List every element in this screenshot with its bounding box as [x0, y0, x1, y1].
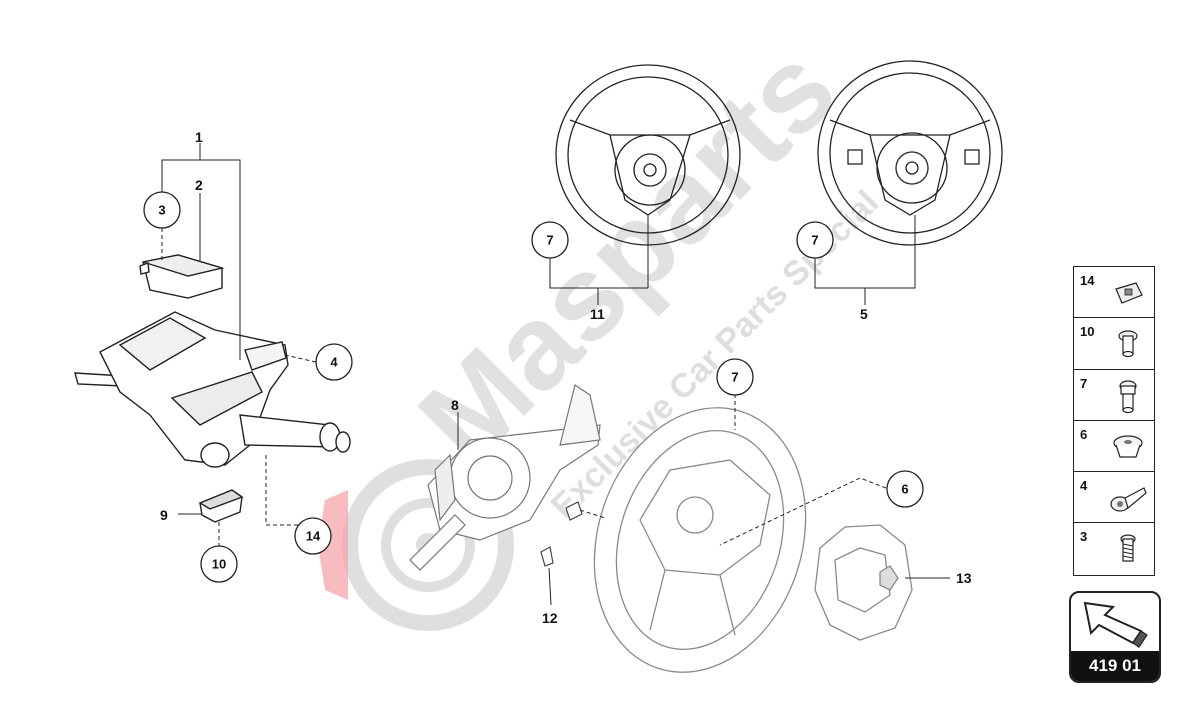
svg-text:4: 4: [330, 355, 338, 370]
legend-number: 3: [1080, 529, 1088, 545]
callout-6: 6: [886, 470, 924, 508]
watermark-wheel-logo: [318, 459, 514, 631]
back-arrow-icon[interactable]: [1077, 597, 1155, 649]
callout-3: 3: [143, 191, 181, 229]
callout-12: 12: [542, 610, 558, 626]
steering-wheel-main-drawing: [593, 407, 807, 673]
leader-lines: [161, 143, 950, 606]
callout-11: 11: [590, 306, 605, 322]
svg-text:7: 7: [731, 370, 738, 385]
callout-13: 13: [956, 570, 972, 586]
svg-text:14: 14: [306, 529, 321, 544]
reference-code: 419 01: [1071, 651, 1159, 681]
short-screw-icon: [1118, 330, 1138, 358]
legend-row-4[interactable]: 4: [1074, 472, 1154, 524]
callout-9: 9: [160, 507, 168, 523]
airbag-drawing: [814, 524, 913, 641]
callout-8: 8: [451, 397, 459, 413]
callout-2: 2: [195, 177, 203, 193]
callout-7-right: 7: [796, 221, 834, 259]
long-bolt-icon: [1110, 487, 1147, 512]
legend-row-3[interactable]: 3: [1074, 523, 1154, 574]
legend-number: 10: [1080, 324, 1095, 340]
clip-nut-icon: [1115, 282, 1143, 304]
callout-14: 14: [294, 517, 332, 555]
watermark: Masparts Exclusive Car Parts Special: [318, 21, 886, 631]
svg-text:6: 6: [901, 482, 908, 497]
clip-parts-drawing: [540, 501, 583, 567]
callout-1: 1: [195, 129, 203, 145]
legend-row-6[interactable]: 6: [1074, 421, 1154, 473]
threaded-screw-icon: [1120, 534, 1136, 563]
legend-number: 14: [1080, 273, 1095, 288]
steering-wheel-5-drawing: [817, 60, 1003, 246]
callout-4: 4: [315, 343, 353, 381]
fastener-legend: 14 10 7 6 4: [1073, 266, 1155, 576]
legend-row-10[interactable]: 10: [1074, 318, 1154, 370]
reference-block: 419 01: [1069, 591, 1161, 683]
switch-9-drawing: [198, 489, 244, 523]
svg-text:7: 7: [811, 233, 818, 248]
svg-text:7: 7: [546, 233, 553, 248]
clock-spring-drawing: [409, 384, 601, 571]
legend-number: 4: [1080, 478, 1088, 494]
steering-column-drawing: [74, 311, 351, 468]
legend-row-7[interactable]: 7: [1074, 370, 1154, 421]
svg-text:10: 10: [212, 557, 226, 572]
callout-10: 10: [200, 545, 238, 583]
torx-bolt-icon: [1119, 379, 1137, 413]
svg-text:3: 3: [158, 203, 165, 218]
callout-7-left: 7: [531, 221, 569, 259]
callout-7-lower: 7: [716, 358, 754, 396]
legend-row-14[interactable]: 14: [1074, 267, 1154, 319]
flange-nut-icon: [1113, 435, 1143, 458]
switch-module-drawing: [139, 254, 225, 299]
callout-5: 5: [860, 306, 868, 322]
legend-number: 6: [1080, 426, 1088, 442]
legend-number: 7: [1080, 375, 1088, 391]
